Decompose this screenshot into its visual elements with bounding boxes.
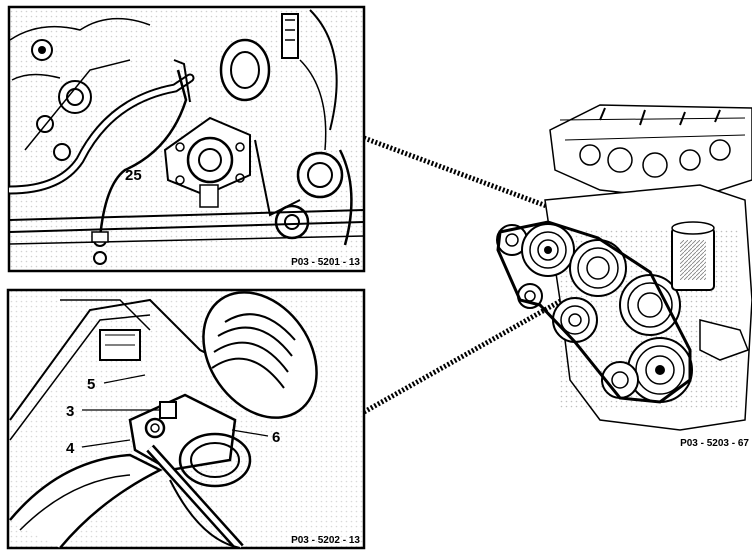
figure-ref-top: P03 - 5201 - 13 <box>291 257 360 268</box>
detail-panel-bottom: 5 3 4 6 P03 - 5202 - 13 <box>6 288 366 550</box>
callout-6: 6 <box>272 429 280 446</box>
tube-part-25 <box>98 69 188 239</box>
callout-5: 5 <box>87 376 95 393</box>
camshaft-lobes <box>579 107 731 178</box>
pulley-alternator <box>521 223 575 277</box>
poly-v-belt <box>496 220 692 404</box>
zoom-connector-bottom <box>362 287 582 415</box>
figure-ref-overview: P03 - 5203 - 67 <box>680 438 749 449</box>
engine-overview <box>496 104 752 431</box>
coolant-filter-housing <box>671 221 715 291</box>
fan-hub-pulley <box>163 116 251 208</box>
callout-4: 4 <box>66 440 75 457</box>
detail-panel-top: 25 P03 - 5201 - 13 <box>7 5 366 273</box>
pulley-ac-compressor <box>619 274 681 336</box>
callout-3: 3 <box>66 403 74 420</box>
pulley-power-steering <box>552 297 598 343</box>
figure-ref-bottom: P03 - 5202 - 13 <box>291 535 360 546</box>
ribbed-pulley <box>202 291 318 419</box>
callout-25: 25 <box>125 167 142 184</box>
pulley-crankshaft <box>627 337 693 403</box>
pulley-water-pump <box>569 239 627 297</box>
zoom-connector-top <box>363 135 561 214</box>
